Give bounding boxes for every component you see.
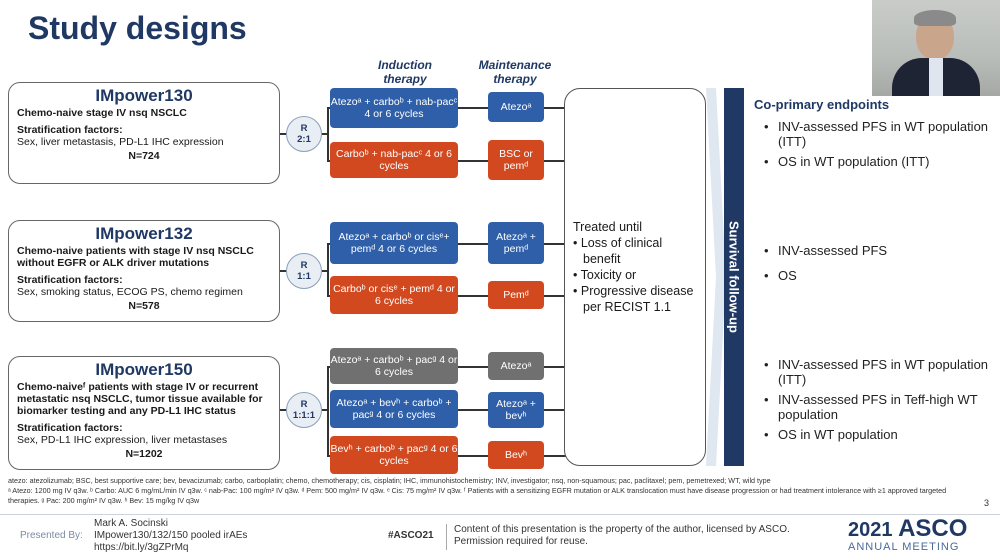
randomization-circle: R 2:1 — [286, 116, 322, 152]
presented-by-label: Presented By: — [20, 530, 83, 541]
study-name: IMpower150 — [95, 360, 193, 379]
stratification-factors: Sex, smoking status, ECOG PS, chemo regi… — [17, 286, 243, 298]
maintenance-arm: Bevʰ — [488, 441, 544, 469]
endpoint-item: INV-assessed PFS in Teff-high WT populat… — [764, 392, 996, 422]
asco-meeting: ANNUAL MEETING — [848, 541, 960, 553]
slide-title: Study designs — [28, 10, 247, 46]
copyright-line: Content of this presentation is the prop… — [454, 524, 790, 535]
endpoint-item: INV-assessed PFS in WT population (ITT) — [764, 119, 996, 149]
induction-arm: Carboᵇ or cisᵉ + pemᵈ 4 or 6 cycles — [330, 276, 458, 314]
maintenance-header: Maintenance therapy — [478, 58, 552, 86]
asco-year: 2021 — [848, 519, 893, 541]
endpoint-item: INV-assessed PFS — [764, 243, 996, 258]
asco-name: ASCO — [898, 515, 968, 542]
asco-logo: 2021 ASCO ANNUAL MEETING — [848, 515, 998, 554]
randomization-label: R — [300, 260, 308, 271]
treated-item: • Toxicity or — [573, 268, 637, 282]
endpoints-group-1: INV-assessed PFS in WT population (ITT) … — [764, 119, 996, 169]
induction-header: Induction therapy — [378, 58, 432, 86]
presenter-info: Mark A. Socinski IMpower130/132/150 pool… — [94, 518, 247, 554]
randomization-ratio: 1:1 — [297, 271, 311, 282]
treated-item: • Loss of clinical benefit — [573, 236, 663, 266]
endpoints-group-3: INV-assessed PFS in WT population (ITT) … — [764, 357, 996, 442]
induction-arm: Atezoᵃ + carboᵇ or cisᵉ+ pemᵈ 4 or 6 cyc… — [330, 222, 458, 264]
study-description: Chemo-naive patients with stage IV nsq N… — [17, 245, 254, 269]
dosing-footnote: ᵃ Atezo: 1200 mg IV q3w. ᵇ Carbo: AUC 6 … — [8, 486, 947, 505]
induction-arm: Atezoᵃ + bevʰ + carboᵇ + pacᵍ 4 or 6 cyc… — [330, 390, 458, 428]
endpoints-heading: Co-primary endpoints — [754, 97, 890, 112]
sample-size: N=578 — [128, 300, 160, 312]
study-name: IMpower130 — [95, 86, 193, 105]
presentation-title: IMpower130/132/150 pooled irAEs — [94, 530, 248, 541]
randomization-ratio: 2:1 — [297, 134, 311, 145]
study-impower150: IMpower150 Chemo-naiveᶠ patients with st… — [8, 356, 280, 470]
hashtag: #ASCO21 — [388, 530, 434, 541]
treated-item: • Progressive disease per RECIST 1.1 — [573, 284, 694, 314]
stratification-heading: Stratification factors: — [17, 422, 123, 434]
induction-arm: Atezoᵃ + carboᵇ + nab-pacᶜ 4 or 6 cycles — [330, 88, 458, 128]
maintenance-arm: Pemᵈ — [488, 281, 544, 309]
study-impower132: IMpower132 Chemo-naive patients with sta… — [8, 220, 280, 322]
page-number: 3 — [984, 498, 990, 508]
survival-follow-up-bar: Survival follow-up — [724, 88, 744, 466]
stratification-heading: Stratification factors: — [17, 124, 123, 136]
chevron-right-icon — [706, 88, 726, 466]
abbreviation-footnote: atezo: atezolizumab; BSC, best supportiv… — [8, 476, 771, 485]
maintenance-arm: Atezoᵃ + bevʰ — [488, 392, 544, 428]
study-description: Chemo-naive stage IV nsq NSCLC — [17, 107, 187, 119]
presenter-webcam — [872, 0, 1000, 96]
treatment-continuation-box: Treated until • Loss of clinical benefit… — [564, 88, 706, 466]
study-impower130: IMpower130 Chemo-naive stage IV nsq NSCL… — [8, 82, 280, 184]
maintenance-arm: Atezoᵃ + pemᵈ — [488, 222, 544, 264]
endpoint-item: OS in WT population (ITT) — [764, 154, 996, 169]
induction-arm: Carboᵇ + nab-pacᶜ 4 or 6 cycles — [330, 142, 458, 178]
copyright-line: Permission required for reuse. — [454, 536, 588, 547]
randomization-ratio: 1:1:1 — [292, 410, 316, 421]
stratification-factors: Sex, liver metastasis, PD-L1 IHC express… — [17, 136, 224, 148]
sample-size: N=1202 — [125, 448, 163, 460]
endpoint-item: OS in WT population — [764, 427, 996, 442]
presenter-name: Mark A. Socinski — [94, 518, 168, 529]
endpoint-item: OS — [764, 268, 996, 283]
maintenance-arm: Atezoᵃ — [488, 352, 544, 380]
induction-arm: Atezoᵃ + carboᵇ + pacᵍ 4 or 6 cycles — [330, 348, 458, 384]
stratification-factors: Sex, PD-L1 IHC expression, liver metasta… — [17, 434, 228, 446]
randomization-label: R — [300, 399, 308, 410]
induction-arm: Bevʰ + carboᵇ + pacᵍ 4 or 6 cycles — [330, 436, 458, 474]
maintenance-arm: Atezoᵃ — [488, 92, 544, 122]
randomization-circle: R 1:1:1 — [286, 392, 322, 428]
study-description: Chemo-naiveᶠ patients with stage IV or r… — [17, 381, 263, 417]
presentation-link[interactable]: https://bit.ly/3gZPrMq — [94, 542, 189, 553]
copyright-notice: Content of this presentation is the prop… — [454, 524, 790, 548]
randomization-circle: R 1:1 — [286, 253, 322, 289]
study-name: IMpower132 — [95, 224, 193, 243]
treated-heading: Treated until — [573, 220, 643, 234]
endpoint-item: INV-assessed PFS in WT population (ITT) — [764, 357, 996, 387]
maintenance-arm: BSC or pemᵈ — [488, 140, 544, 180]
randomization-label: R — [300, 123, 308, 134]
endpoints-group-2: INV-assessed PFS OS — [764, 243, 996, 283]
sample-size: N=724 — [128, 150, 160, 162]
stratification-heading: Stratification factors: — [17, 274, 123, 286]
